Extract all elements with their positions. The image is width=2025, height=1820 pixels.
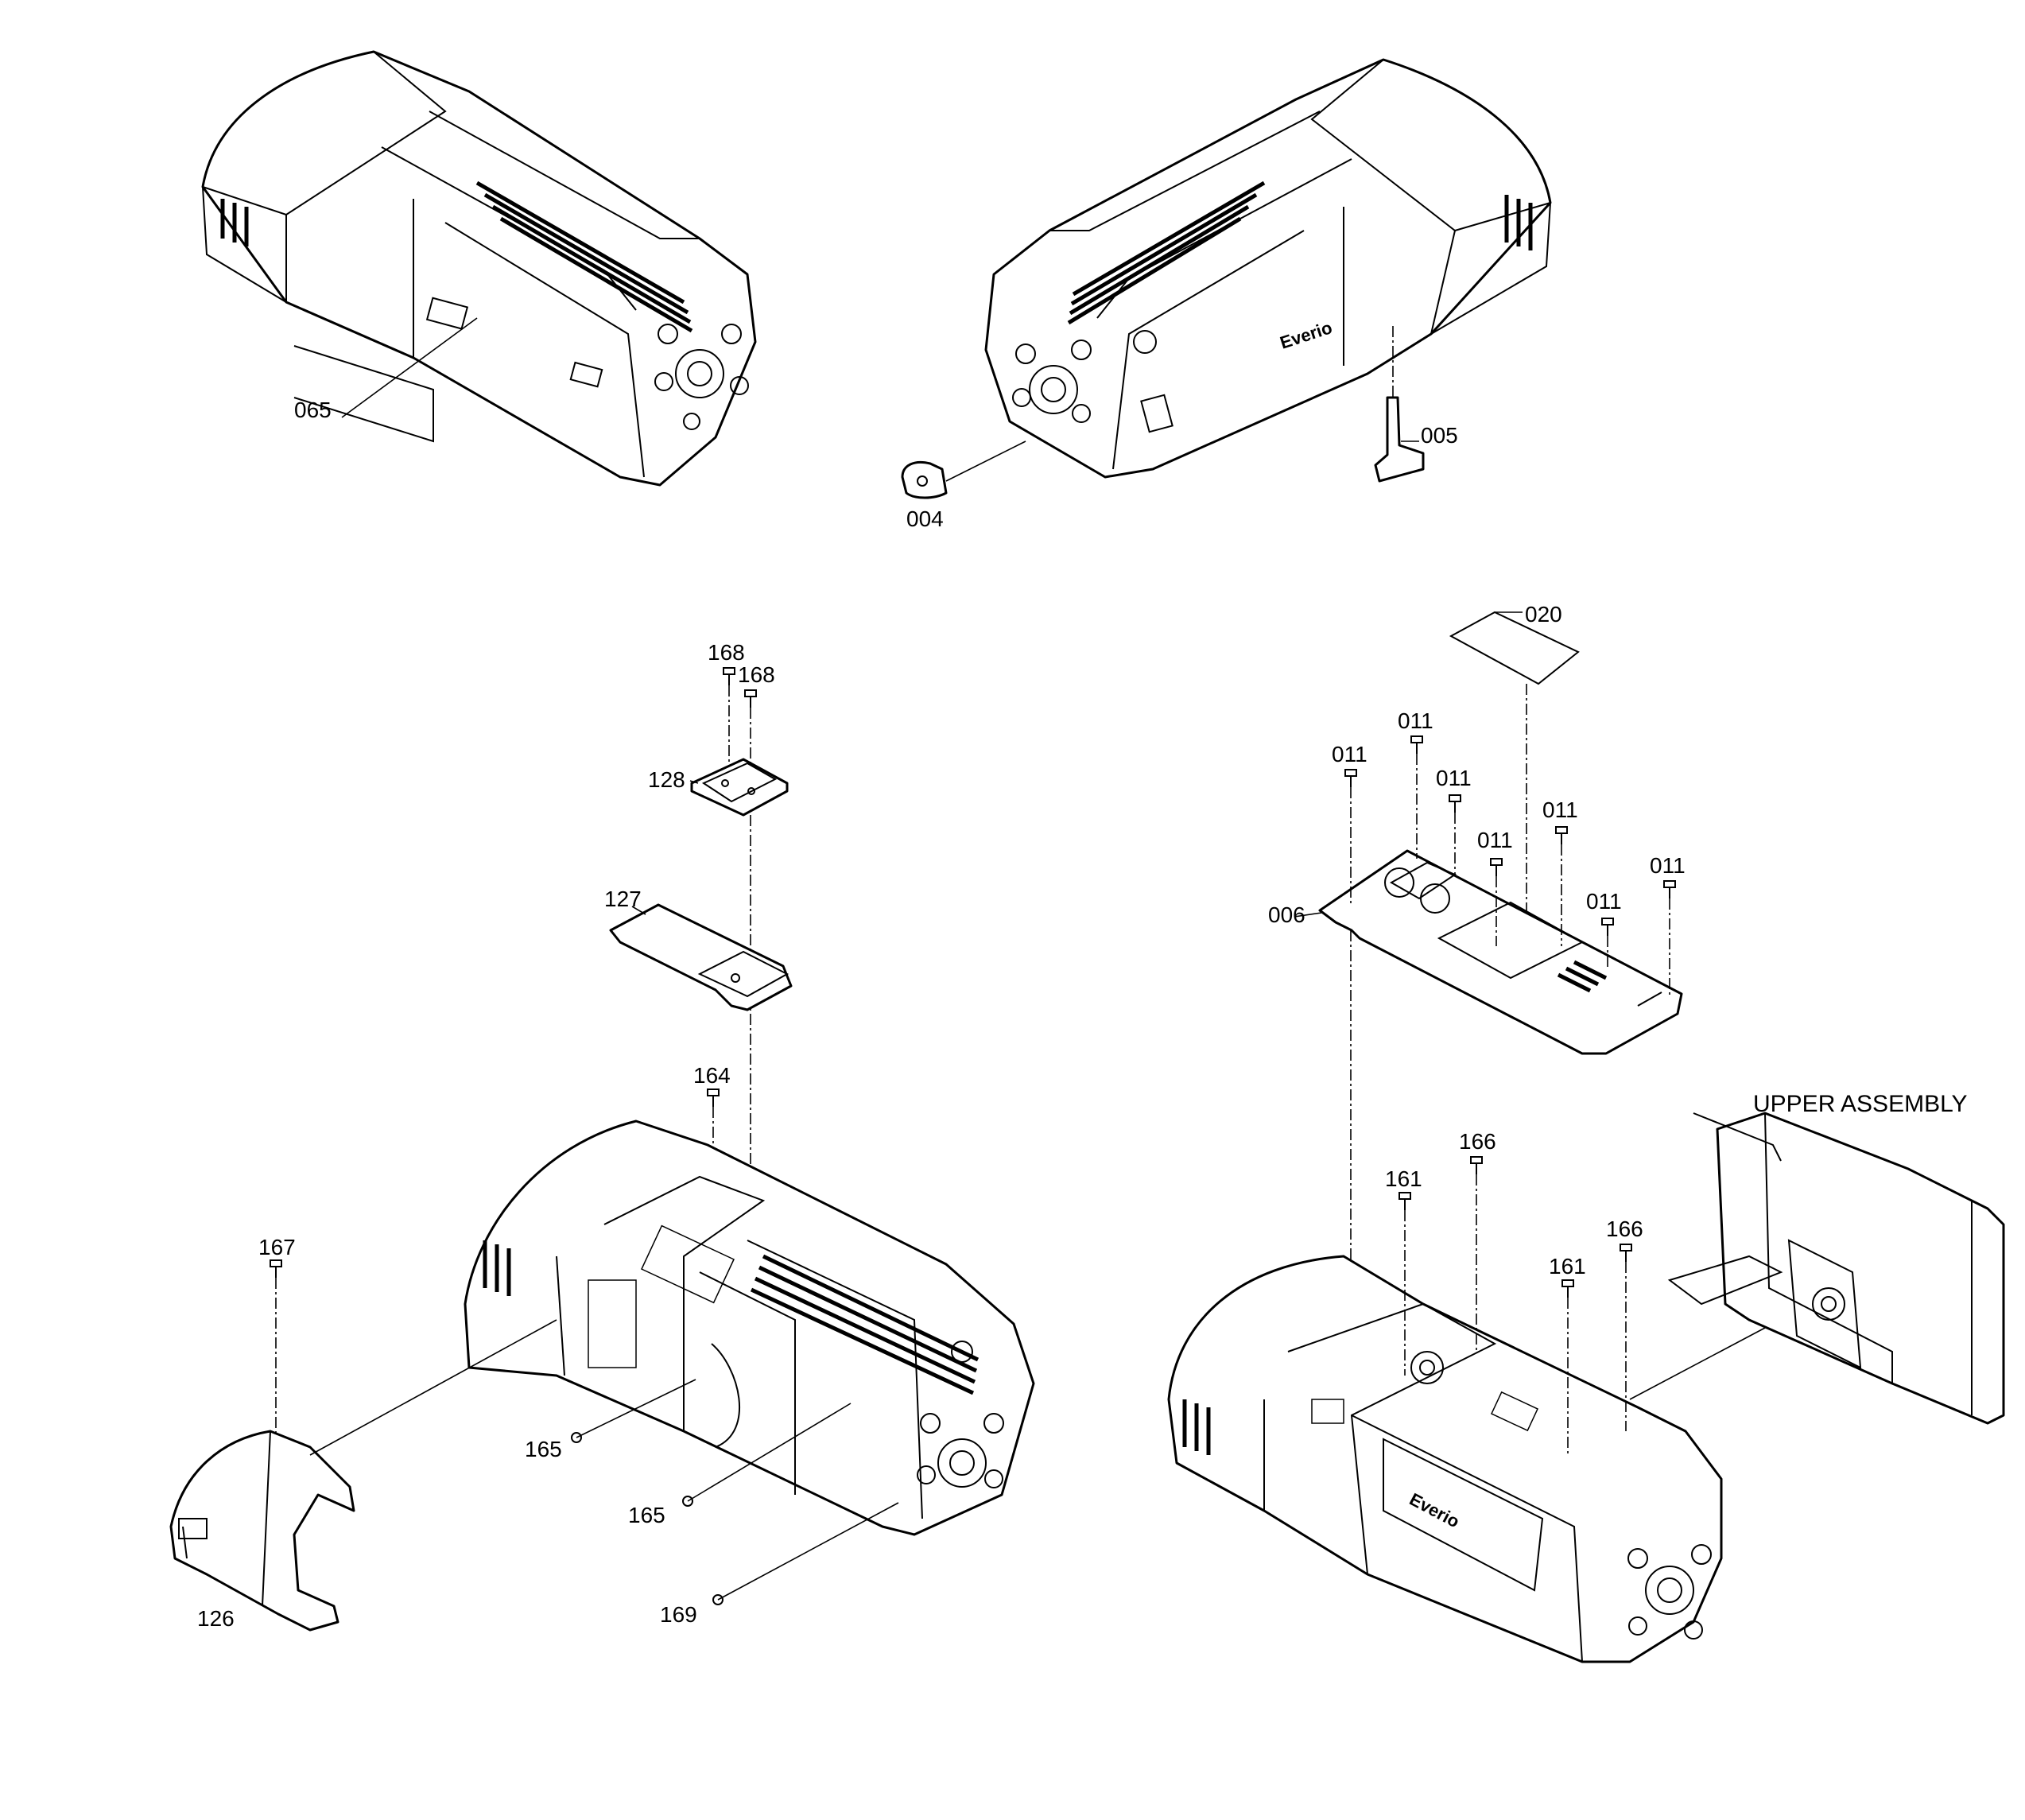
label-165-b: 165 — [628, 1503, 665, 1527]
screw-011-g: 011 — [1650, 853, 1686, 998]
part-166-b: 166 — [1606, 1217, 1643, 1431]
label-168-b: 168 — [738, 662, 775, 687]
part-166-a: 166 — [1459, 1129, 1496, 1352]
svg-text:011: 011 — [1542, 797, 1578, 822]
label-167: 167 — [258, 1235, 296, 1259]
parts-168: 168 168 — [708, 640, 775, 775]
screw-011-b: 011 — [1398, 708, 1433, 859]
camcorder-view-bottom-center — [464, 1120, 1035, 1536]
part-005: 005 — [1374, 326, 1458, 483]
part-004: 004 — [901, 440, 1026, 531]
label-126: 126 — [197, 1606, 235, 1631]
svg-text:011: 011 — [1477, 828, 1513, 852]
part-165-b: 165 — [628, 1403, 852, 1527]
part-164: 164 — [693, 1063, 731, 1272]
label-128: 128 — [648, 767, 685, 792]
part-161-a: 161 — [1385, 1166, 1422, 1376]
svg-text:011: 011 — [1436, 766, 1472, 790]
label-020: 020 — [1525, 602, 1562, 627]
screws-011: 011 011 011 011 011 011 — [1332, 708, 1686, 998]
part-128: 128 — [648, 758, 789, 1209]
svg-text:011: 011 — [1398, 708, 1433, 733]
label-006: 006 — [1268, 902, 1305, 927]
label-004: 004 — [906, 506, 944, 531]
label-165-a: 165 — [525, 1437, 562, 1461]
label-065: 065 — [294, 398, 332, 422]
screw-011-d: 011 — [1477, 828, 1513, 946]
upper-assembly: UPPER ASSEMBLY — [1629, 1091, 2005, 1425]
label-166-b: 166 — [1606, 1217, 1643, 1241]
screw-011-e: 011 — [1542, 797, 1578, 946]
screw-011-c: 011 — [1436, 766, 1472, 875]
camcorder-view-bottom-right: Everio — [1167, 1255, 1723, 1663]
label-164: 164 — [693, 1063, 731, 1088]
camcorder-view-top-left — [201, 50, 757, 487]
svg-text:011: 011 — [1332, 742, 1367, 766]
part-167: 167 — [258, 1235, 296, 1439]
part-161-b: 161 — [1549, 1254, 1586, 1455]
part-006: 006 — [1268, 849, 1683, 1055]
upper-assembly-label: UPPER ASSEMBLY — [1753, 1091, 1968, 1117]
part-165-a: 165 — [525, 1379, 696, 1461]
screw-011-a: 011 — [1332, 742, 1367, 906]
label-127: 127 — [604, 887, 642, 911]
part-126: 126 — [169, 1319, 557, 1632]
svg-text:011: 011 — [1586, 889, 1622, 914]
label-161-b: 161 — [1549, 1254, 1586, 1279]
label-161-a: 161 — [1385, 1166, 1422, 1191]
label-005: 005 — [1421, 423, 1458, 448]
label-168-a: 168 — [708, 640, 745, 665]
part-065: 065 — [293, 317, 478, 443]
screw-011-f: 011 — [1586, 889, 1622, 970]
label-169: 169 — [660, 1602, 697, 1627]
label-166-a: 166 — [1459, 1129, 1496, 1154]
camcorder-view-top-right: Everio — [984, 58, 1552, 479]
part-127: 127 — [604, 887, 793, 1011]
svg-text:011: 011 — [1650, 853, 1686, 878]
part-169: 169 — [660, 1502, 899, 1627]
